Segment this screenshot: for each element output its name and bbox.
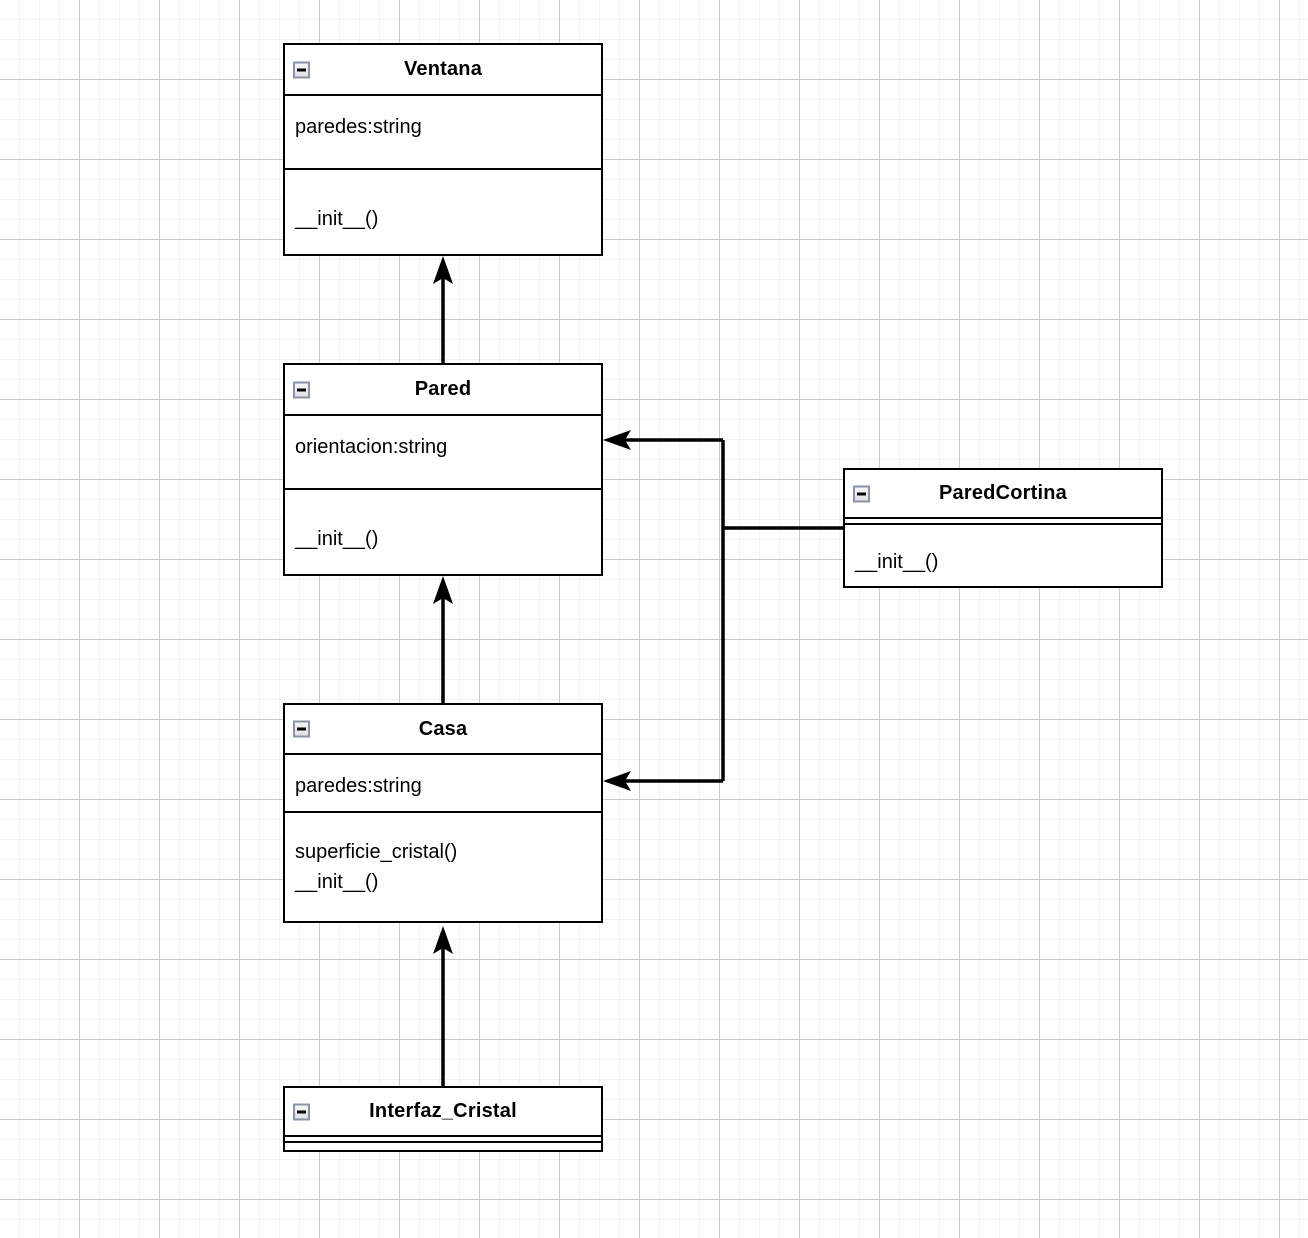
minus-bar (297, 1110, 306, 1113)
collapse-minus-icon[interactable] (293, 381, 310, 398)
attributes-compartment-interfaz-cristal (285, 1137, 601, 1143)
class-box-casa[interactable]: Casa paredes:string superficie_cristal()… (283, 703, 603, 923)
class-name-interfaz-cristal: Interfaz_Cristal (369, 1100, 517, 1122)
method-item: __init__() (295, 871, 379, 893)
minus-bar (297, 727, 306, 731)
attribute-item: orientacion:string (295, 436, 448, 458)
methods-compartment-pared: __init__() (285, 490, 601, 574)
edge-casa-to-pared (433, 576, 453, 705)
methods-compartment-ventana: __init__() (285, 170, 601, 254)
minus-bar (857, 492, 866, 495)
class-box-ventana[interactable]: Ventana paredes:string __init__() (283, 43, 603, 256)
method-item: __init__() (295, 208, 379, 230)
class-name-ventana: Ventana (403, 58, 483, 80)
class-name-casa: Casa (418, 717, 468, 740)
attribute-item: paredes:string (295, 116, 422, 138)
method-item: __init__() (855, 551, 939, 573)
attributes-compartment-ventana: paredes:string (285, 96, 601, 170)
edge-pared-to-ventana (433, 256, 453, 365)
method-item: superficie_cristal() (295, 841, 458, 863)
minus-bar (297, 388, 306, 391)
methods-compartment-casa: superficie_cristal() __init__() (285, 813, 601, 921)
class-name-paredcortina: ParedCortina (939, 482, 1067, 504)
collapse-minus-icon[interactable] (293, 1103, 310, 1120)
class-box-paredcortina[interactable]: ParedCortina __init__() (843, 468, 1163, 588)
edge-interfaz-to-casa (433, 926, 453, 1088)
collapse-minus-icon[interactable] (853, 485, 870, 502)
class-box-interfaz-cristal[interactable]: Interfaz_Cristal (283, 1086, 603, 1152)
class-header-paredcortina: ParedCortina (845, 470, 1161, 519)
class-name-pared: Pared (414, 378, 472, 400)
class-header-interfaz-cristal: Interfaz_Cristal (285, 1088, 601, 1137)
collapse-minus-icon[interactable] (293, 61, 310, 78)
collapse-minus-icon[interactable] (293, 720, 310, 738)
class-header-casa: Casa (285, 705, 601, 755)
attributes-compartment-pared: orientacion:string (285, 416, 601, 490)
attributes-compartment-casa: paredes:string (285, 755, 601, 813)
attribute-item: paredes:string (295, 775, 422, 797)
methods-compartment-interfaz-cristal (285, 1143, 601, 1149)
methods-compartment-paredcortina: __init__() (845, 525, 1161, 586)
attributes-compartment-paredcortina (845, 519, 1161, 525)
minus-bar (297, 68, 306, 71)
edge-paredcortina-to-pared-and-casa (603, 430, 843, 791)
class-box-pared[interactable]: Pared orientacion:string __init__() (283, 363, 603, 576)
method-item: __init__() (295, 528, 379, 550)
class-header-pared: Pared (285, 365, 601, 416)
class-header-ventana: Ventana (285, 45, 601, 96)
